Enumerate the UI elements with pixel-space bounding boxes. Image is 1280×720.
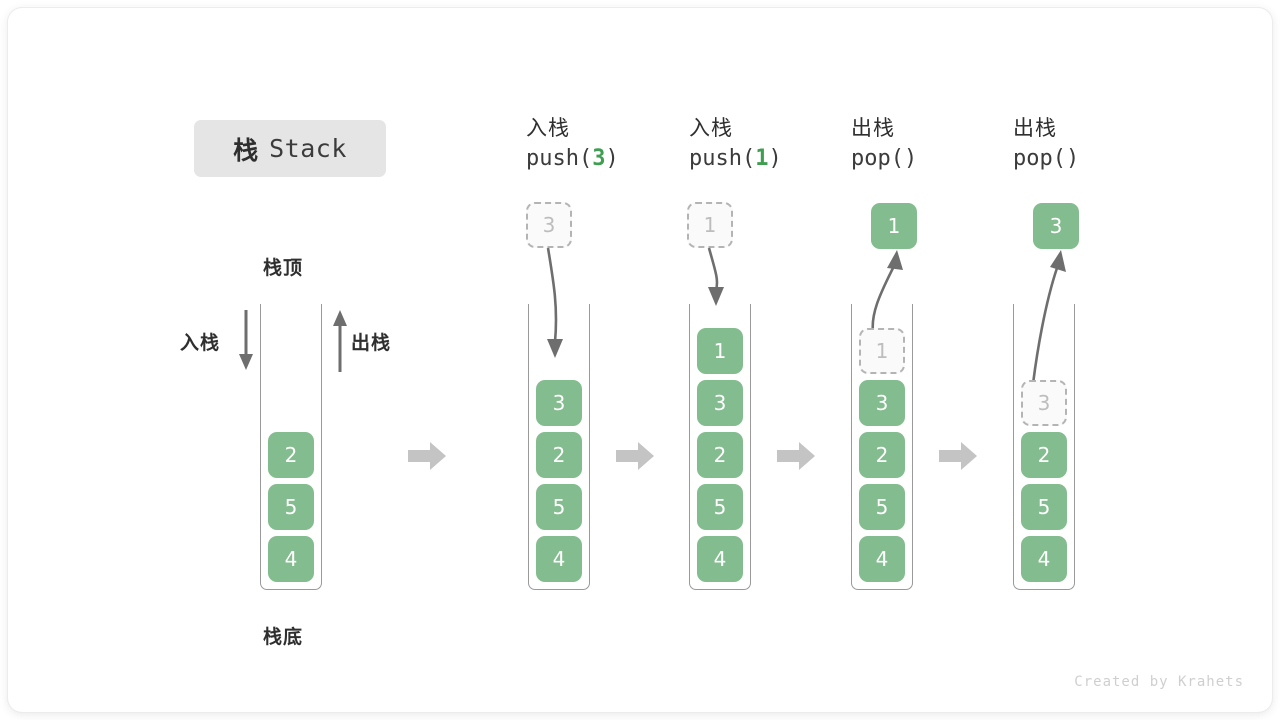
page-title-cn: 栈 [233,136,260,165]
code-prefix: pop( [851,146,904,171]
step-header-pop-3: 出栈 pop() [1013,114,1183,175]
step-op-label: 出栈 [1013,117,1057,140]
stack-element: 2 [859,432,905,478]
push-arrow-icon [546,247,563,358]
code-suffix: ) [903,146,918,171]
label-stack-top: 栈顶 [263,258,304,279]
step-separator-arrow-icon [777,442,815,470]
stack-container [1013,304,1075,590]
code-prefix: push( [526,146,593,171]
step-code-label: push(3) [526,143,696,175]
stack-element: 2 [536,432,582,478]
pop-arrow-icon [1031,250,1066,385]
popped-ghost-element: 1 [859,328,905,374]
code-prefix: pop( [1013,146,1066,171]
code-arg: 1 [755,146,769,171]
label-push: 入栈 [180,333,221,354]
step-header-push-3: 入栈 push(3) [526,114,696,175]
popped-ghost-element: 3 [1021,380,1067,426]
stack-element: 5 [697,484,743,530]
code-arg: 3 [592,146,606,171]
code-suffix: ) [1065,146,1080,171]
stack-element: 1 [697,328,743,374]
floating-element: 1 [687,202,733,248]
floating-element: 1 [871,203,917,249]
step-separator-arrow-icon [616,442,654,470]
page-title: 栈 Stack [194,120,386,177]
stack-element: 2 [697,432,743,478]
watermark: Created by Krahets [1074,674,1244,690]
stack-element: 5 [268,484,314,530]
floating-element: 3 [526,202,572,248]
step-header-pop-1: 出栈 pop() [851,114,1021,175]
stack-element: 4 [697,536,743,582]
page-title-en: Stack [269,134,347,163]
stack-element: 2 [268,432,314,478]
step-separator-arrow-icon [939,442,977,470]
stack-container-initial [260,304,322,590]
step-code-label: push(1) [689,143,859,175]
pop-arrow-icon [871,250,903,333]
stack-element: 5 [536,484,582,530]
label-stack-bottom: 栈底 [263,627,304,648]
stack-element: 2 [1021,432,1067,478]
step-header-push-1: 入栈 push(1) [689,114,859,175]
stack-element: 4 [268,536,314,582]
diagram-card: 栈 Stack 栈顶 栈底 入栈 出栈 2 5 4 入栈 push(3) 3 [8,8,1272,712]
stack-element: 3 [536,380,582,426]
stack-element: 4 [536,536,582,582]
stack-container [851,304,913,590]
step-code-label: pop() [851,143,1021,175]
stack-container [689,304,751,590]
push-arrow-icon [707,247,724,306]
step-separator-arrow-icon [408,442,446,470]
code-suffix: ) [605,146,619,171]
step-code-label: pop() [1013,143,1183,175]
code-suffix: ) [768,146,782,171]
floating-element: 3 [1033,203,1079,249]
step-op-label: 入栈 [526,117,570,140]
pop-direction-arrow-icon [333,310,347,372]
stack-element: 4 [1021,536,1067,582]
stack-element: 3 [697,380,743,426]
stack-element: 3 [859,380,905,426]
push-direction-arrow-icon [239,310,253,370]
step-op-label: 出栈 [851,117,895,140]
stack-container [528,304,590,590]
stack-element: 5 [859,484,905,530]
label-pop: 出栈 [351,333,392,354]
code-prefix: push( [689,146,756,171]
stack-element: 4 [859,536,905,582]
step-op-label: 入栈 [689,117,733,140]
stack-element: 5 [1021,484,1067,530]
